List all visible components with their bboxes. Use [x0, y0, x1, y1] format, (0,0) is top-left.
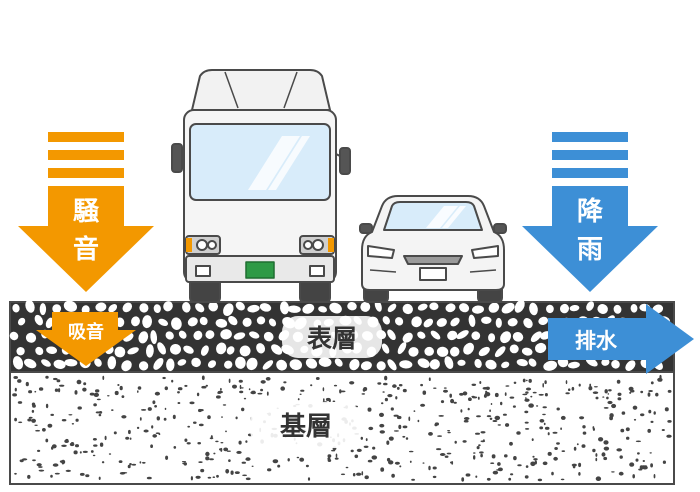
- rain-label-1: 降: [577, 197, 604, 227]
- noise-label-2: 音: [73, 234, 99, 265]
- absorb-arrow: 吸音: [36, 312, 136, 366]
- truck-front-icon: [171, 69, 351, 303]
- drain-label: 排水: [575, 329, 618, 353]
- base-layer-label: 基層: [280, 412, 332, 442]
- rain-arrow: 降 雨: [522, 132, 658, 292]
- base-layer-texture: [12, 374, 672, 482]
- base-layer: 基層: [9, 371, 675, 485]
- surface-layer-label: 表層: [307, 324, 357, 353]
- noise-arrow: 騒 音: [18, 132, 154, 292]
- noise-label-1: 騒: [73, 197, 100, 227]
- car-front-icon: [359, 195, 507, 303]
- drain-arrow: 排水: [548, 304, 694, 374]
- rain-label-2: 雨: [577, 235, 603, 265]
- absorb-label: 吸音: [68, 321, 104, 343]
